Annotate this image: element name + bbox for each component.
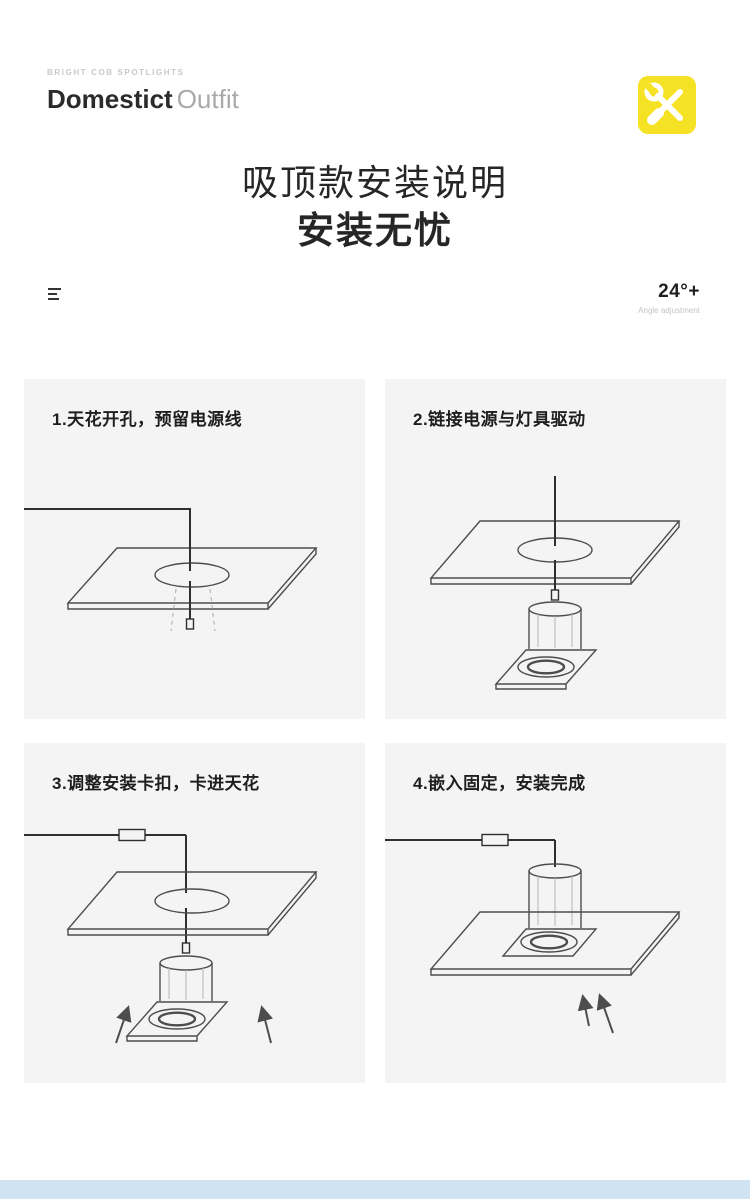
step-panel-3: 3.调整安装卡扣，卡进天花 — [24, 743, 365, 1083]
brand-tagline: BRIGHT COB SPOTLIGHTS — [47, 68, 185, 77]
brand-name-secondary: Outfit — [176, 84, 239, 114]
illustration-step-1 — [24, 508, 318, 632]
footer-bar — [0, 1180, 750, 1199]
step-1-label: 1.天花开孔，预留电源线 — [52, 410, 243, 429]
step-panel-1: 1.天花开孔，预留电源线 — [24, 379, 365, 719]
illustration-step-2 — [429, 476, 681, 690]
illustration-step-4 — [385, 833, 681, 1034]
page-titles: 吸顶款安装说明 安装无忧 — [0, 163, 750, 253]
list-icon — [47, 287, 63, 306]
step-panel-2: 2.链接电源与灯具驱动 — [385, 379, 726, 719]
step-panel-4: 4.嵌入固定，安装完成 — [385, 743, 726, 1083]
angle-value: 24°+ — [658, 281, 700, 302]
illustration-step-3 — [24, 828, 318, 1044]
angle-label: Angle adjustment — [638, 306, 700, 315]
page-subtitle: 安装无忧 — [297, 210, 453, 251]
step-2-label: 2.链接电源与灯具驱动 — [413, 410, 586, 429]
tools-icon — [638, 76, 696, 134]
brand-name-primary: Domestict — [47, 84, 173, 114]
step-3-label: 3.调整安装卡扣，卡进天花 — [52, 774, 260, 793]
angle-adjustment: 24°+ Angle adjustment — [638, 281, 700, 315]
step-4-label: 4.嵌入固定，安装完成 — [413, 774, 586, 793]
steps-grid: 1.天花开孔，预留电源线 2.链接电源与灯具驱动 — [24, 379, 726, 1083]
tools-icon-glyph — [642, 80, 683, 125]
page-title: 吸顶款安装说明 — [241, 162, 508, 203]
